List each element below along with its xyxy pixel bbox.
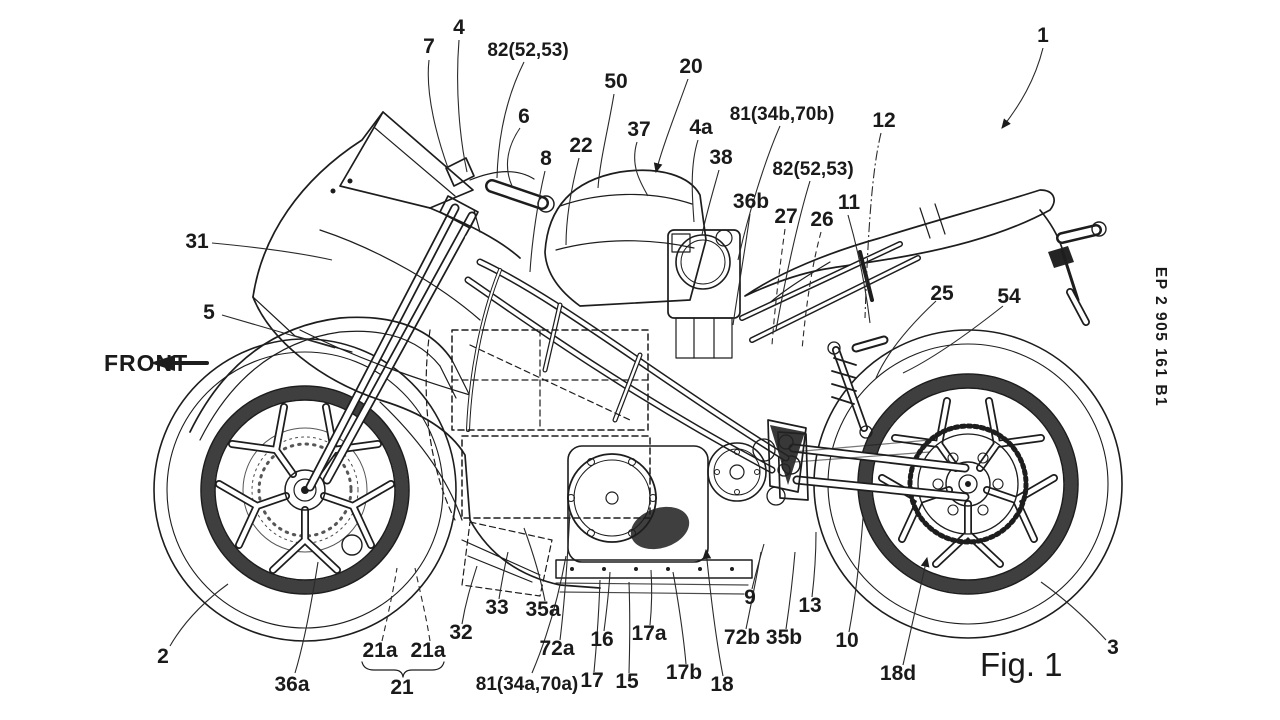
lower-cowl-fins xyxy=(461,539,541,583)
ref-label-21a-left: 21a xyxy=(362,639,397,662)
drive-chain xyxy=(791,439,931,463)
ref-label-17a: 17a xyxy=(631,622,666,645)
ref-label-11: 11 xyxy=(838,191,861,214)
ref-label-22: 22 xyxy=(569,134,592,157)
ref-label-3: 3 xyxy=(1107,636,1119,659)
ref-label-72b: 72b xyxy=(724,626,760,649)
ref-label-18d: 18d xyxy=(880,662,916,685)
ref-label-8: 8 xyxy=(540,147,552,170)
reference-labels: 1 7 4 82(52,53) 6 50 20 37 22 8 4a 81(34… xyxy=(157,16,1119,699)
rear-axle xyxy=(965,481,971,487)
ref-label-35b: 35b xyxy=(766,626,802,649)
starter-cover xyxy=(630,506,690,550)
ref-label-37: 37 xyxy=(627,118,650,141)
ref-label-4a: 4a xyxy=(689,116,713,139)
ref-label-17: 17 xyxy=(580,669,603,692)
ref-label-2: 2 xyxy=(157,645,169,668)
shock-spring xyxy=(831,357,857,405)
throttle-body xyxy=(667,229,741,359)
front-brake-caliper xyxy=(341,534,363,556)
ref-label-17b: 17b xyxy=(666,661,702,684)
engine-hanger xyxy=(767,419,807,493)
ref-label-21a-right: 21a xyxy=(410,639,445,662)
patent-number: EP 2 905 161 B1 xyxy=(1152,267,1169,407)
front-fork xyxy=(305,195,479,556)
rear-shock xyxy=(827,335,889,439)
brake-lever xyxy=(469,171,535,181)
brace-21a xyxy=(361,661,445,678)
battery-box xyxy=(425,329,651,597)
ref-label-36b: 36b xyxy=(733,190,769,213)
ref-label-18: 18 xyxy=(710,673,734,696)
figure-caption: Fig. 1 xyxy=(980,646,1063,683)
ref-label-6: 6 xyxy=(518,105,530,128)
ref-label-4: 4 xyxy=(453,16,465,39)
front-fender xyxy=(189,316,471,441)
frame xyxy=(464,241,921,493)
ref-label-20: 20 xyxy=(679,55,702,78)
ref-label-50: 50 xyxy=(604,70,627,93)
electric-motor xyxy=(555,438,786,595)
seat-strap xyxy=(919,203,946,239)
front-brake-disc xyxy=(242,427,368,553)
ref-label-9: 9 xyxy=(744,586,756,609)
intake-duct xyxy=(461,521,553,597)
ref-label-27: 27 xyxy=(774,205,797,228)
front-indicator: FRONT xyxy=(104,350,209,376)
leader-lines xyxy=(169,39,1107,678)
ref-label-7: 7 xyxy=(423,35,435,58)
ref-label-26: 26 xyxy=(810,208,833,231)
front-arrow-icon xyxy=(150,355,175,371)
ref-label-38: 38 xyxy=(709,146,733,169)
license-bracket xyxy=(1039,209,1107,326)
ref-label-16: 16 xyxy=(590,628,613,651)
ref-label-5: 5 xyxy=(203,301,215,324)
ref-label-21: 21 xyxy=(390,676,414,699)
ref-label-25: 25 xyxy=(930,282,954,305)
ref-label-36a: 36a xyxy=(274,673,309,696)
ref-label-12: 12 xyxy=(872,109,895,132)
switch-housing xyxy=(445,157,475,187)
ref-label-15: 15 xyxy=(615,670,639,693)
heel-guard xyxy=(770,425,805,485)
tail-light xyxy=(1091,221,1107,237)
ref-label-32: 32 xyxy=(449,621,472,644)
ref-label-31: 31 xyxy=(185,230,209,253)
ref-label-33: 33 xyxy=(485,596,508,619)
swingarm xyxy=(777,431,970,502)
handlebar xyxy=(445,157,555,265)
front-wheel xyxy=(153,338,457,642)
ref-label-13: 13 xyxy=(798,594,821,617)
ref-label-10: 10 xyxy=(835,629,858,652)
ref-label-35a: 35a xyxy=(525,598,560,621)
gearbox-cover xyxy=(707,442,767,502)
ref-label-72a: 72a xyxy=(539,637,574,660)
ref-label-82-upper: 82(52,53) xyxy=(487,40,568,61)
ref-label-81b: 81(34b,70b) xyxy=(730,104,835,125)
ref-label-54: 54 xyxy=(997,285,1021,308)
windscreen xyxy=(339,111,474,209)
ref-label-1: 1 xyxy=(1037,24,1049,47)
tank-cover xyxy=(544,169,707,307)
fairing xyxy=(252,111,601,589)
triple-clamp xyxy=(439,195,479,229)
ref-label-81a: 81(34a,70a) xyxy=(476,674,578,695)
front-rim-hatch xyxy=(201,386,409,594)
ref-label-82-lower: 82(52,53) xyxy=(772,159,853,180)
rear-sprocket xyxy=(907,423,1029,545)
sump-flange xyxy=(555,559,753,579)
